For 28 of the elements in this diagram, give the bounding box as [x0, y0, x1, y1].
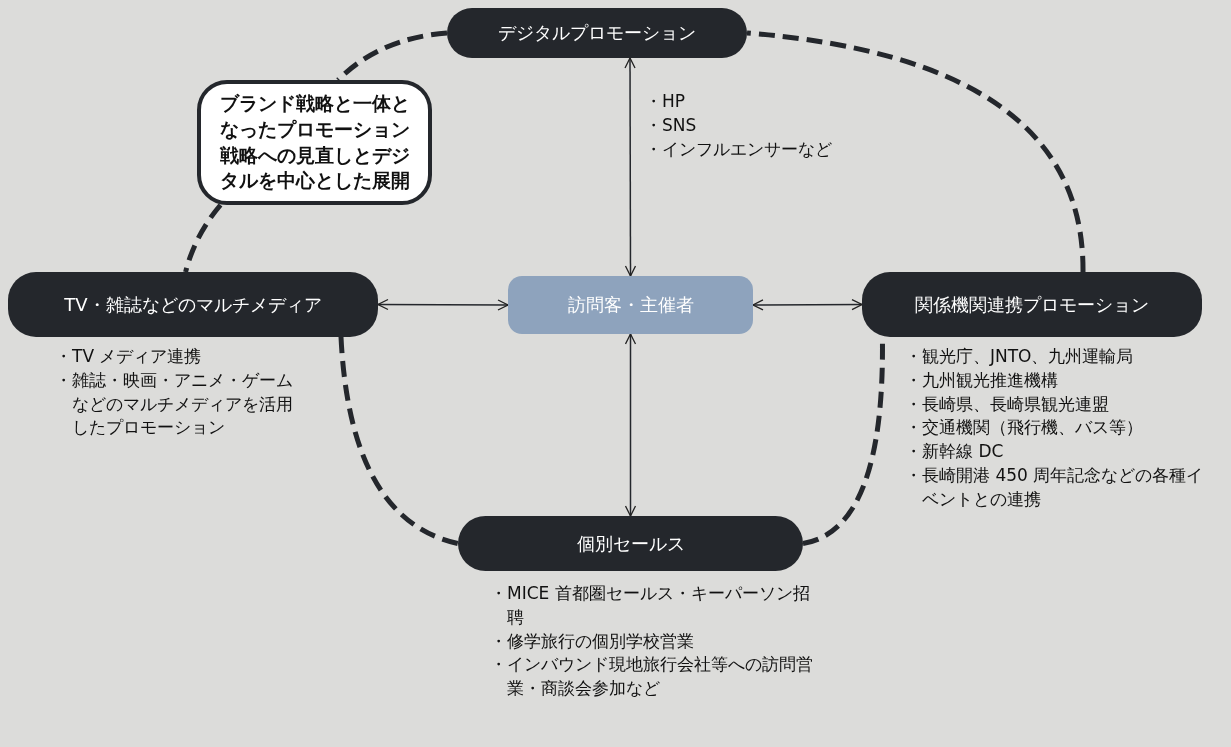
bullet-item: ・雑誌・映画・アニメ・ゲームなどのマルチメディアを活用したプロモーション: [55, 368, 294, 440]
bullet-item: ・修学旅行の個別学校営業: [490, 629, 695, 653]
dashed-connector: [338, 336, 459, 546]
bullet-item: ・長崎開港 450 周年記念などの各種イベントとの連携: [905, 464, 1205, 511]
bullet-item: ・SNS: [645, 113, 698, 137]
bullet-item: ・HP: [645, 90, 687, 113]
dashed-connector: [746, 30, 1086, 273]
bullet-item: ・新幹線 DC: [905, 440, 1005, 464]
double-arrow: [624, 57, 637, 277]
process-box: TV・雑誌などのマルチメディア: [8, 272, 378, 337]
bullet-item: ・九州観光推進機構: [905, 368, 1059, 392]
bullet-item: ・交通機関（飛行機、バス等）: [905, 416, 1144, 440]
bullet-item: ・MICE 首都圏セールス・キーパーソン招聘: [490, 582, 811, 629]
bullet-item: ・インバウンド現地旅行会社等への訪問営業・商談会参加など: [490, 653, 814, 701]
bullet-item: ・TV メディア連携: [55, 345, 203, 368]
double-arrow: [752, 298, 863, 311]
bullet-item: ・インフルエンサーなど: [645, 137, 833, 161]
double-arrow: [377, 298, 509, 311]
center-box: 訪問客・主催者: [508, 276, 753, 334]
bullet-item: ・観光庁、JNTO、九州運輸局: [905, 345, 1135, 368]
process-box: 関係機関連携プロモーション: [862, 272, 1202, 337]
double-arrow: [624, 333, 637, 517]
process-box: 個別セールス: [458, 516, 803, 571]
process-box: デジタルプロモーション: [447, 8, 747, 58]
note-box: ブランド戦略と一体となったプロモーション戦略への見直しとデジタルを中心とした展開: [197, 80, 432, 205]
dashed-connector: [183, 203, 223, 273]
dashed-connector: [336, 30, 448, 82]
bullet-item: ・長崎県、長崎県観光連盟: [905, 392, 1110, 416]
